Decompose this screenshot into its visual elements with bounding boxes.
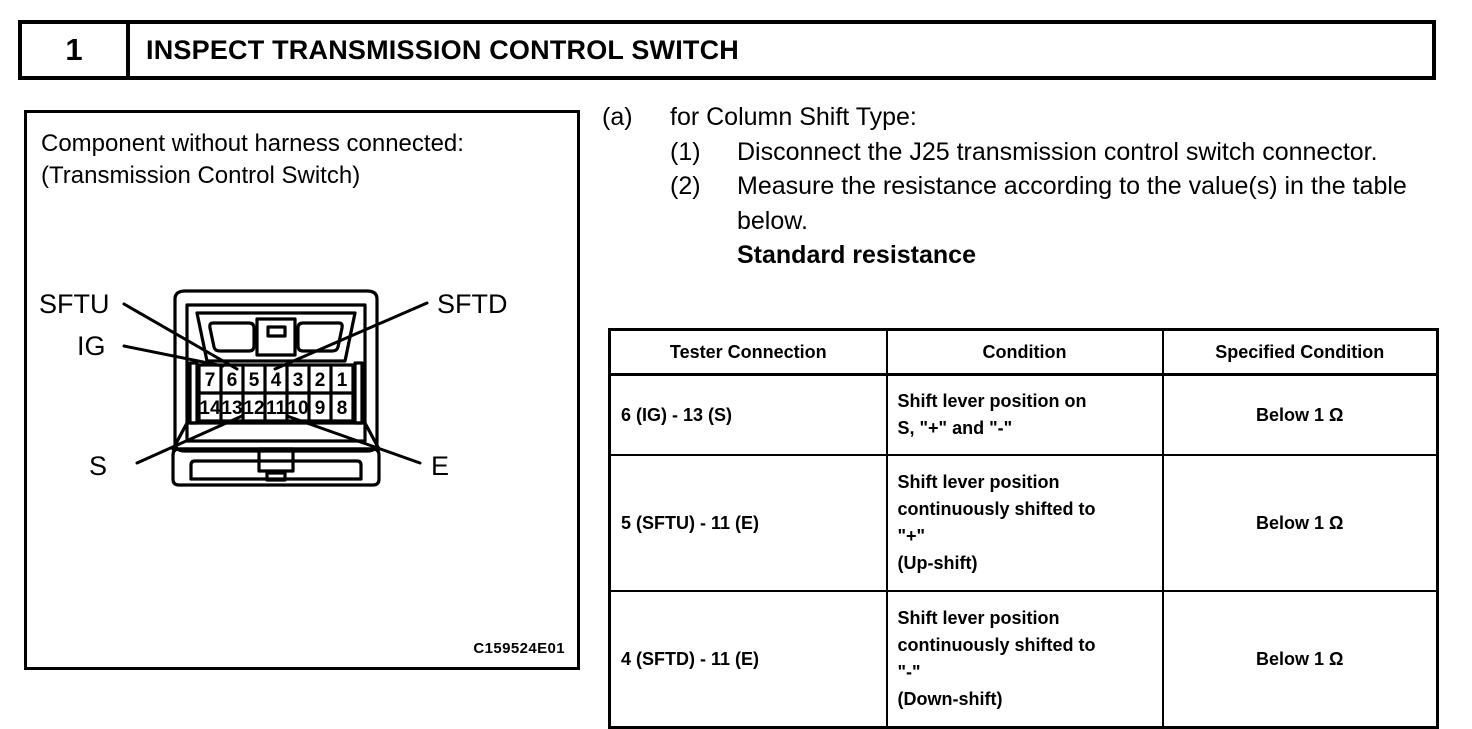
cell-condition: Shift lever position continuously shifte…	[885, 590, 1164, 729]
part-number-label: C159524E01	[473, 640, 565, 657]
pin-number: 6	[227, 370, 238, 391]
terminal-label-sftd: SFTD	[437, 289, 508, 319]
pin-number: 10	[287, 398, 308, 419]
table-row: 4 (SFTD) - 11 (E) Shift lever position c…	[608, 590, 1439, 729]
cell-condition: Shift lever position on S, "+" and "-"	[885, 373, 1164, 456]
table-header-row: Tester Connection Condition Specified Co…	[608, 328, 1439, 376]
procedure-item-a-text: for Column Shift Type:	[670, 103, 917, 131]
procedure-item-1: (1) Disconnect the J25 transmission cont…	[670, 135, 1447, 170]
pin-number: 11	[266, 398, 287, 419]
illustration-caption: Component without harness connected: (Tr…	[41, 130, 464, 189]
step-title: INSPECT TRANSMISSION CONTROL SWITCH	[146, 34, 740, 65]
pin-number: 7	[205, 370, 216, 391]
step-number: 1	[22, 24, 130, 76]
cell-tester-connection: 4 (SFTD) - 11 (E)	[608, 590, 888, 729]
pin-number: 4	[271, 370, 282, 391]
pin-number: 13	[221, 398, 242, 419]
pin-number: 2	[315, 370, 326, 391]
pin-number: 1	[337, 370, 348, 391]
cell-specified-condition: Below 1 Ω	[1161, 454, 1439, 592]
pin-number: 8	[337, 398, 348, 419]
procedure-block: (a) for Column Shift Type: (1) Disconnec…	[602, 100, 1447, 273]
table-row: 6 (IG) - 13 (S) Shift lever position on …	[608, 373, 1439, 456]
procedure-item-2-text: Measure the resistance according to the …	[737, 172, 1407, 235]
terminal-label-sftu: SFTU	[39, 289, 110, 319]
procedure-item-a: (a) for Column Shift Type:	[602, 100, 1447, 135]
pin-number: 9	[315, 398, 326, 419]
procedure-item-1-text: Disconnect the J25 transmission control …	[737, 137, 1378, 166]
procedure-item-1-marker: (1)	[670, 137, 701, 166]
pin-number: 12	[243, 398, 264, 419]
column-header-tester-connection: Tester Connection	[608, 328, 888, 376]
column-header-specified-condition: Specified Condition	[1161, 328, 1439, 376]
procedure-item-2: (2) Measure the resistance according to …	[670, 169, 1447, 238]
cell-condition: Shift lever position continuously shifte…	[885, 454, 1164, 592]
illustration-panel: Component without harness connected: (Tr…	[24, 110, 580, 670]
cell-specified-condition: Below 1 Ω	[1161, 590, 1439, 729]
pin-number: 3	[293, 370, 304, 391]
standard-resistance-heading: Standard resistance	[737, 241, 976, 269]
procedure-item-a-marker: (a)	[602, 103, 633, 131]
standard-resistance-table: Tester Connection Condition Specified Co…	[608, 328, 1439, 729]
cell-specified-condition: Below 1 Ω	[1161, 373, 1439, 456]
column-header-condition: Condition	[885, 328, 1164, 376]
terminal-label-ig: IG	[77, 331, 106, 361]
table-row: 5 (SFTU) - 11 (E) Shift lever position c…	[608, 454, 1439, 592]
cell-tester-connection: 5 (SFTU) - 11 (E)	[608, 454, 888, 592]
step-header-bar: 1 INSPECT TRANSMISSION CONTROL SWITCH	[18, 20, 1436, 80]
terminal-label-s: S	[89, 451, 107, 481]
procedure-item-2-marker: (2)	[670, 172, 701, 200]
terminal-label-e: E	[431, 451, 449, 481]
pin-number: 5	[249, 370, 260, 391]
cell-tester-connection: 6 (IG) - 13 (S)	[608, 373, 888, 456]
pin-number: 14	[199, 398, 221, 419]
connector-diagram: 7 6 5 4 3 2 1 14 13 12 11 10 9 8 SFTU IG…	[39, 289, 508, 487]
